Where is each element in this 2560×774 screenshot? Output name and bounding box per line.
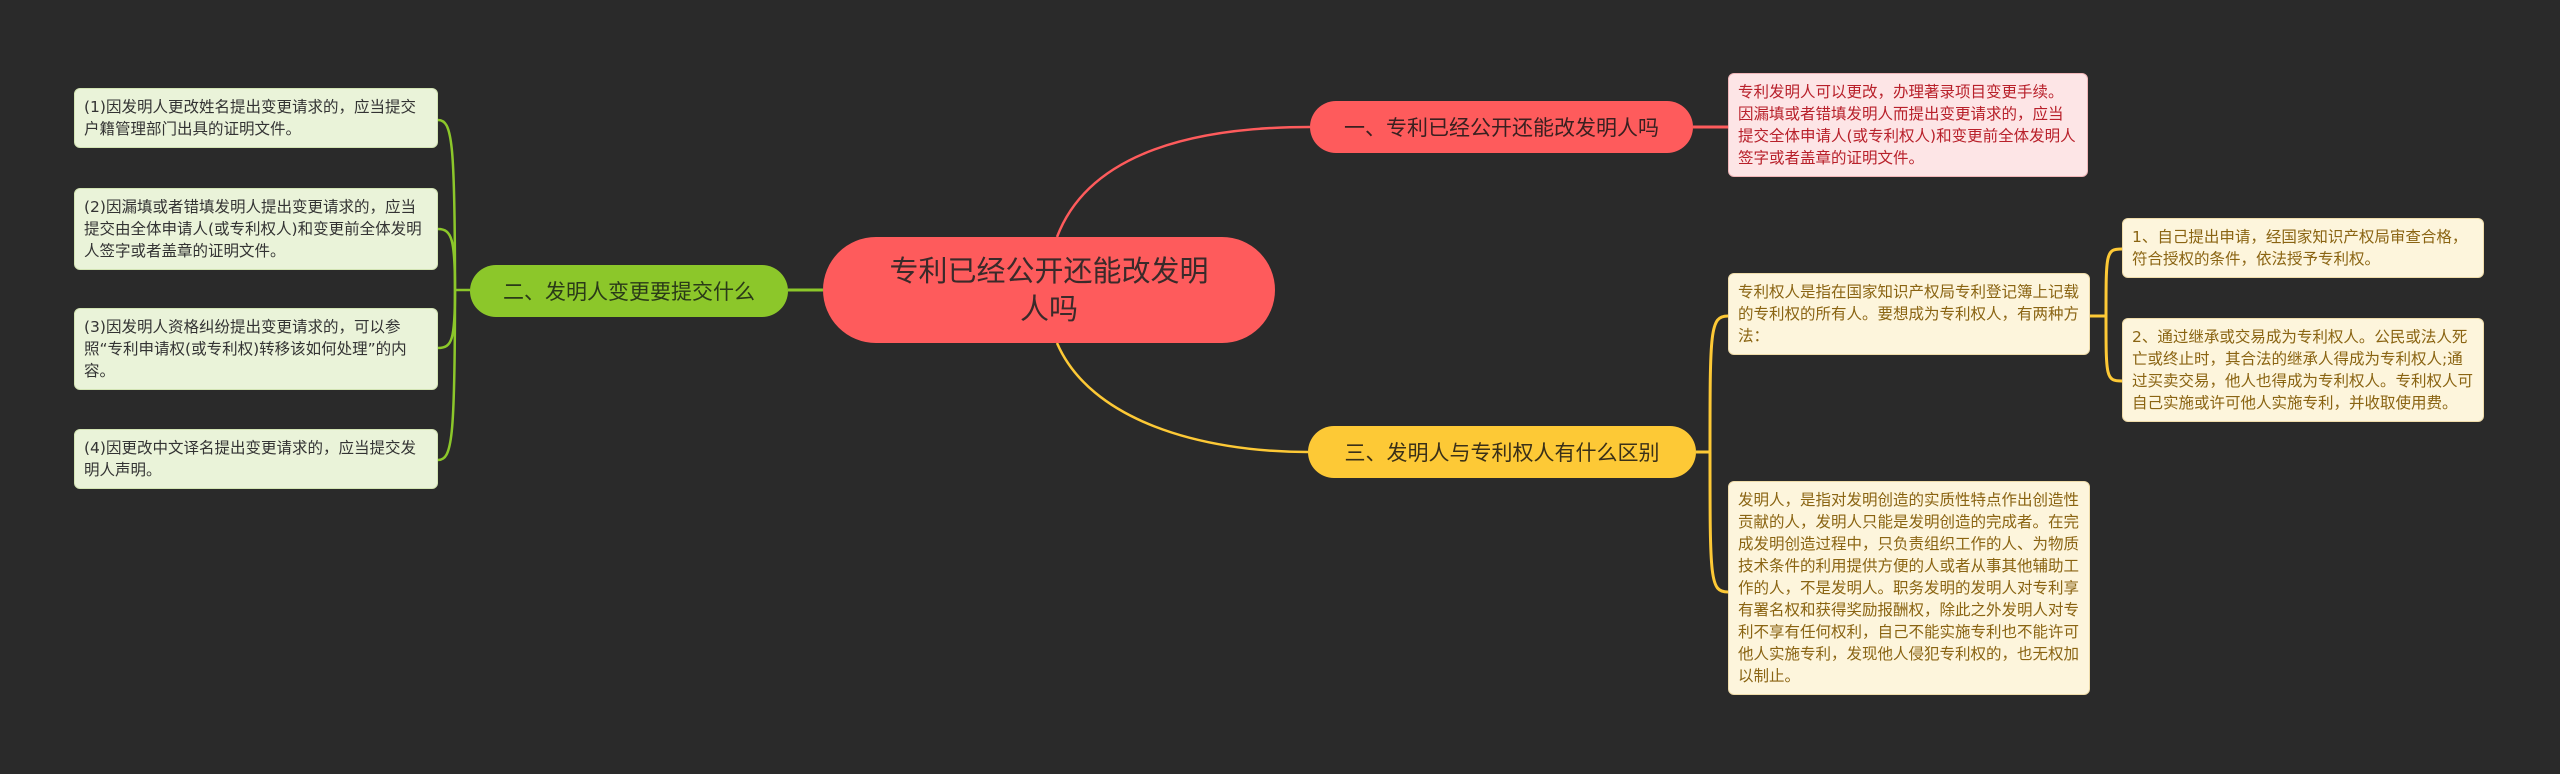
branch-topic-3[interactable]: 三、发明人与专利权人有什么区别 xyxy=(1308,426,1696,478)
branch-topic-2-label: 二、发明人变更要提交什么 xyxy=(503,280,755,304)
branch-3-leaf-2[interactable]: 发明人，是指对发明创造的实质性特点作出创造性贡献的人，发明人只能是发明创造的完成… xyxy=(1728,481,2090,695)
branch-3-leaf-1-sub-1[interactable]: 1、自己提出申请，经国家知识产权局审查合格，符合授权的条件，依法授予专利权。 xyxy=(2122,218,2484,278)
root-topic[interactable]: 专利已经公开还能改发明人吗 xyxy=(823,237,1275,343)
leaf-text: (4)因更改中文译名提出变更请求的，应当提交发明人声明。 xyxy=(84,439,416,479)
branch-2-leaf-2[interactable]: (2)因漏填或者错填发明人提出变更请求的，应当提交由全体申请人(或专利权人)和变… xyxy=(74,188,438,270)
branch-2-leaf-4[interactable]: (4)因更改中文译名提出变更请求的，应当提交发明人声明。 xyxy=(74,429,438,489)
leaf-text: 专利权人是指在国家知识产权局专利登记簿上记载的专利权的所有人。要想成为专利权人，… xyxy=(1738,283,2080,345)
branch-2-leaf-1[interactable]: (1)因发明人更改姓名提出变更请求的，应当提交户籍管理部门出具的证明文件。 xyxy=(74,88,438,148)
branch-2-leaf-3[interactable]: (3)因发明人资格纠纷提出变更请求的，可以参照“专利申请权(或专利权)转移该如何… xyxy=(74,308,438,390)
branch-topic-2[interactable]: 二、发明人变更要提交什么 xyxy=(470,265,788,317)
branch-topic-3-label: 三、发明人与专利权人有什么区别 xyxy=(1344,441,1660,465)
leaf-text: 专利发明人可以更改，办理著录项目变更手续。因漏填或者错填发明人而提出变更请求的，… xyxy=(1738,83,2076,167)
leaf-text: (1)因发明人更改姓名提出变更请求的，应当提交户籍管理部门出具的证明文件。 xyxy=(84,98,416,138)
branch-topic-1-label: 一、专利已经公开还能改发明人吗 xyxy=(1344,116,1659,140)
leaf-text: (2)因漏填或者错填发明人提出变更请求的，应当提交由全体申请人(或专利权人)和变… xyxy=(84,198,422,260)
leaf-text: 发明人，是指对发明创造的实质性特点作出创造性贡献的人，发明人只能是发明创造的完成… xyxy=(1738,491,2080,685)
branch-topic-1[interactable]: 一、专利已经公开还能改发明人吗 xyxy=(1310,101,1693,153)
branch-3-leaf-1[interactable]: 专利权人是指在国家知识产权局专利登记簿上记载的专利权的所有人。要想成为专利权人，… xyxy=(1728,273,2090,355)
leaf-text: (3)因发明人资格纠纷提出变更请求的，可以参照“专利申请权(或专利权)转移该如何… xyxy=(84,318,407,380)
root-topic-label: 专利已经公开还能改发明人吗 xyxy=(889,254,1209,326)
branch-3-leaf-1-sub-2[interactable]: 2、通过继承或交易成为专利权人。公民或法人死亡或终止时，其合法的继承人得成为专利… xyxy=(2122,318,2484,422)
leaf-text: 2、通过继承或交易成为专利权人。公民或法人死亡或终止时，其合法的继承人得成为专利… xyxy=(2132,328,2474,412)
leaf-text: 1、自己提出申请，经国家知识产权局审查合格，符合授权的条件，依法授予专利权。 xyxy=(2132,228,2468,268)
branch-1-leaf-1[interactable]: 专利发明人可以更改，办理著录项目变更手续。因漏填或者错填发明人而提出变更请求的，… xyxy=(1728,73,2088,177)
